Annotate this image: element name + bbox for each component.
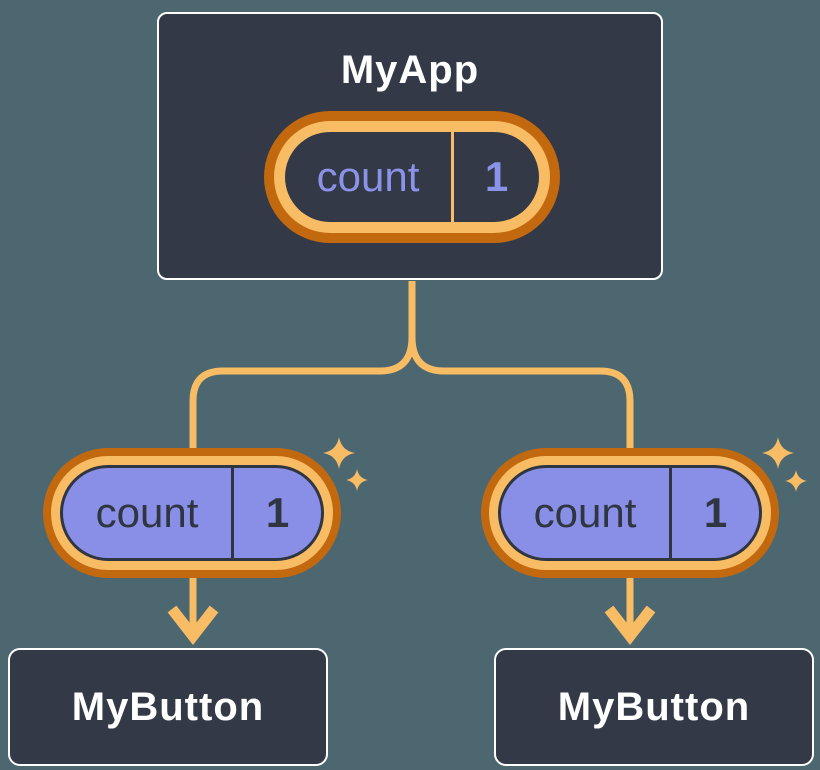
prop-pill-right: count 1: [481, 448, 779, 578]
prop-pill-right-divider: [669, 468, 672, 558]
arrow-head-right-icon: [604, 605, 656, 645]
node-mybutton-left: MyButton: [8, 648, 328, 766]
prop-pill-right-label: count: [533, 489, 637, 536]
prop-pill-left-ring: count 1: [51, 456, 333, 570]
node-myapp: MyApp: [157, 12, 663, 280]
state-pill-ring: count 1: [274, 121, 550, 233]
state-pill-value: 1: [484, 153, 509, 200]
node-mybutton-right-title: MyButton: [557, 684, 751, 729]
state-pill: count 1: [264, 111, 560, 243]
node-mybutton-left-title: MyButton: [71, 684, 265, 729]
state-pill-label: count: [316, 153, 420, 200]
prop-pill-left-core: count 1: [60, 465, 324, 561]
node-myapp-title: MyApp: [340, 48, 480, 92]
prop-pill-left-label: count: [95, 489, 199, 536]
sparkle-large-right-icon: [762, 437, 794, 469]
sparkle-large-left-icon: [323, 437, 355, 469]
prop-pill-right-core: count 1: [498, 465, 762, 561]
prop-pill-left-value: 1: [265, 489, 290, 536]
prop-pill-left-divider: [231, 468, 234, 558]
state-pill-divider: [451, 132, 454, 222]
state-pill-core: count 1: [285, 132, 539, 222]
branch-left-line: [189, 336, 416, 451]
arrow-head-left-icon: [167, 605, 219, 645]
prop-pill-right-value: 1: [703, 489, 728, 536]
sparkle-small-left-icon: [346, 469, 368, 491]
branch-right-line: [408, 336, 634, 451]
prop-pill-right-ring: count 1: [489, 456, 771, 570]
node-mybutton-right: MyButton: [494, 648, 814, 766]
prop-pill-left: count 1: [43, 448, 341, 578]
sparkle-small-right-icon: [785, 470, 807, 492]
